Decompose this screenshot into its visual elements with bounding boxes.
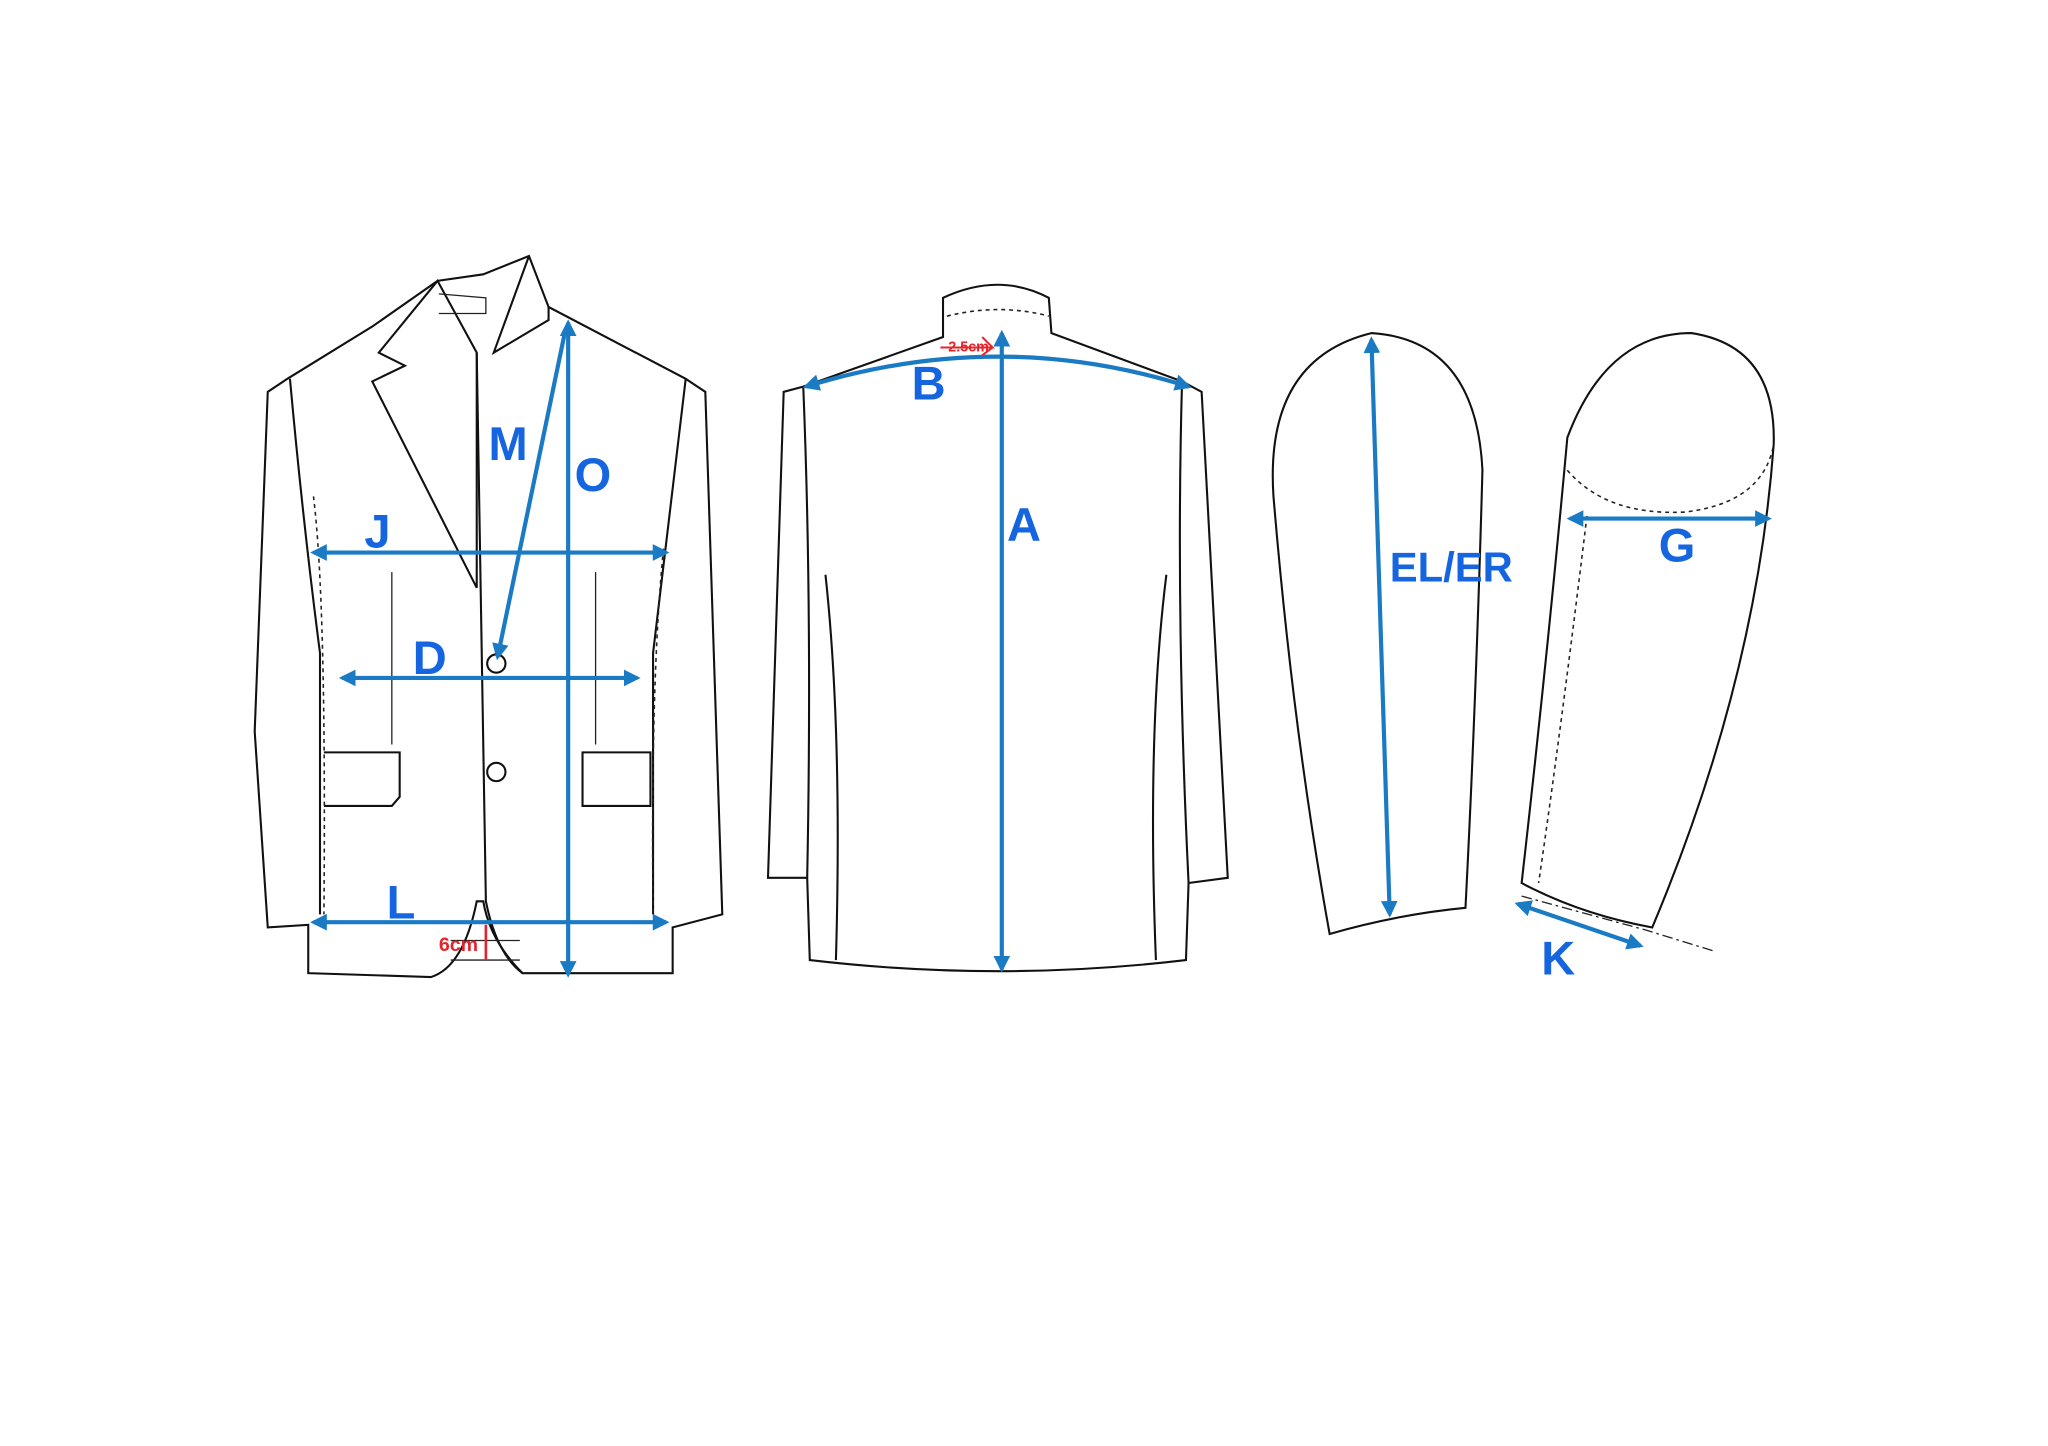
label-l: L [387, 875, 416, 928]
label-g: G [1659, 519, 1696, 572]
button-icon [486, 653, 507, 674]
arrow-el-er [1363, 336, 1398, 918]
collar-offset-label: 2.5cm [948, 339, 989, 355]
jacket-front [253, 254, 724, 979]
hem-offset-label: 6cm [439, 934, 478, 956]
label-m: M [488, 417, 527, 470]
label-d: D [413, 631, 447, 684]
button-icon [486, 761, 507, 783]
arrow-b [802, 354, 1192, 391]
label-k: K [1541, 931, 1575, 984]
label-j: J [364, 504, 390, 557]
collar-offset-marker [940, 336, 996, 357]
label-b: B [912, 357, 946, 410]
arrow-m [492, 328, 568, 661]
sleeve-width-view [1520, 332, 1775, 952]
jacket-back [766, 283, 1229, 973]
sleeve-length-view [1271, 332, 1484, 936]
label-o: O [575, 448, 612, 501]
measurement-arrows [310, 319, 1772, 978]
label-a: A [1007, 498, 1041, 551]
label-el-er: EL/ER [1390, 543, 1513, 590]
arrow-k [1514, 900, 1644, 950]
